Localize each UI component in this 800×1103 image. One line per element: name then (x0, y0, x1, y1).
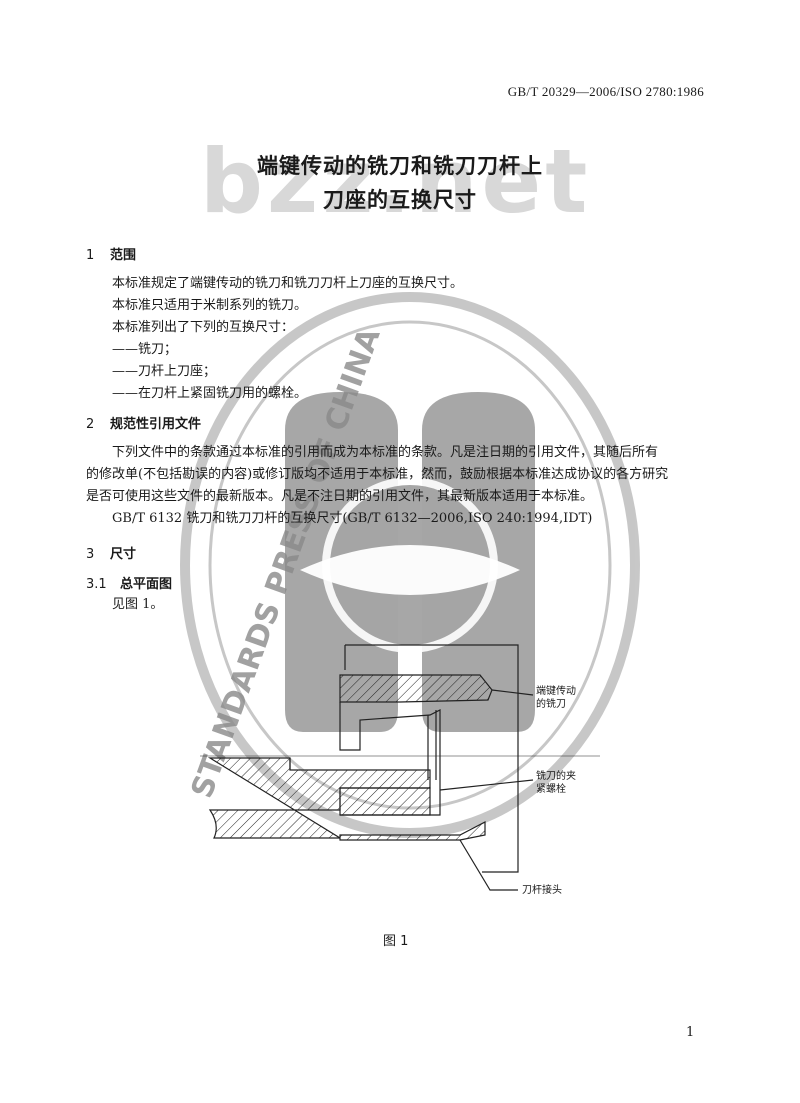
page-number: 1 (686, 1025, 695, 1040)
s1-list-item-2: ——刀杆上刀座； (112, 364, 217, 379)
s1-para-2: 本标准只适用于米制系列的铣刀。 (112, 298, 308, 313)
s1-list-item-1: ——铣刀； (112, 342, 178, 357)
figure-label-bolt: 铣刀的夹 紧螺栓 (536, 771, 576, 795)
figure-1-drawing (200, 644, 600, 891)
section-2-body: 下列文件中的条款通过本标准的引用而成为本标准的条款。凡是注日期的引用文件，其随后… (86, 442, 726, 530)
site-watermark: bzz.net (200, 130, 592, 233)
s1-para-3: 本标准列出了下列的互换尺寸： (112, 320, 295, 335)
standard-code: GB/T 20329—2006/ISO 2780:1986 (507, 84, 704, 99)
figure-label-cutter: 端键传动 的铣刀 (536, 686, 576, 710)
section-1-body: 本标准规定了端键传动的铣刀和铣刀刀杆上刀座的互换尺寸。 本标准只适用于米制系列的… (112, 273, 463, 405)
figure-caption: 图 1 (383, 934, 409, 949)
figure-label-arbor: 刀杆接头 (522, 885, 562, 896)
s2-para-line-3: 是否可使用这些文件的最新版本。凡是不注日期的引用文件，其最新版本适用于本标准。 (86, 489, 594, 504)
s2-para-line-1: 下列文件中的条款通过本标准的引用而成为本标准的条款。凡是注日期的引用文件，其随后… (112, 445, 659, 460)
s2-reference: GB/T 6132 铣刀和铣刀刀杆的互换尺寸(GB/T 6132—2006,IS… (112, 511, 593, 526)
publisher-stamp-watermark: STANDARDS PRESS OF CHINA (180, 292, 640, 838)
section-3-1-text: 见图 1。 (112, 597, 164, 612)
s2-para-line-2: 的修改单(不包括勘误的内容)或修订版均不适用于本标准，然而，鼓励根据本标准达成协… (86, 467, 669, 482)
s1-para-1: 本标准规定了端键传动的铣刀和铣刀刀杆上刀座的互换尺寸。 (112, 276, 464, 291)
doc-title-line1: 端键传动的铣刀和铣刀刀杆上 (257, 154, 543, 178)
s1-list-item-3: ——在刀杆上紧固铣刀用的螺栓。 (112, 386, 308, 401)
doc-title-line2: 刀座的互换尺寸 (323, 188, 477, 212)
